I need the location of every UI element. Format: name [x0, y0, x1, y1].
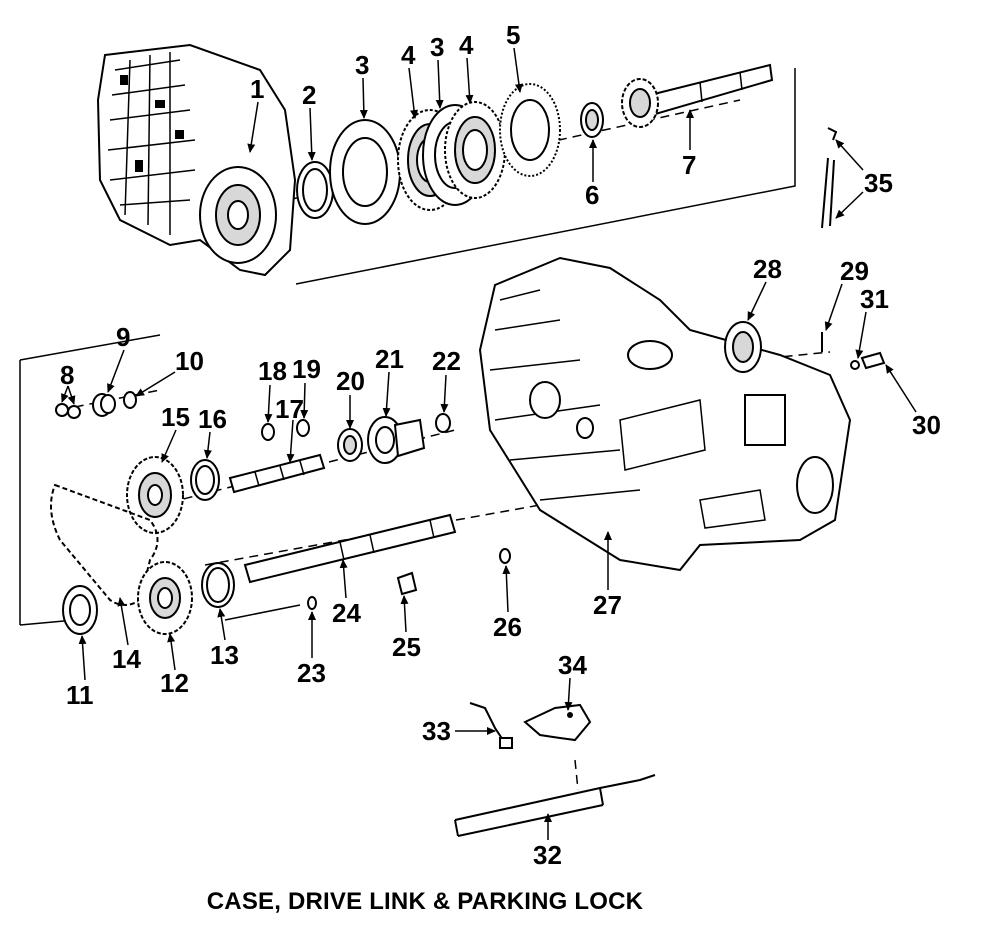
callout-12: 12	[160, 668, 189, 698]
input-shaft-7	[621, 63, 774, 128]
callout-4b: 4	[459, 30, 474, 60]
callout-1: 1	[250, 74, 264, 104]
callout-labels: 1 2 3 4 3 4 5 6 7 8 9 10 11 12 13 14 15 …	[60, 20, 941, 870]
bushing-25	[396, 571, 418, 596]
leader-lines	[61, 47, 917, 840]
gear-hub-21	[367, 416, 426, 464]
callout-30: 30	[912, 410, 941, 440]
bearing-20	[337, 428, 363, 462]
callout-25: 25	[392, 632, 421, 662]
clutch-plate-3a	[329, 119, 401, 225]
callout-23: 23	[297, 658, 326, 688]
callout-17: 17	[275, 394, 304, 424]
callout-27: 27	[593, 590, 622, 620]
callout-15: 15	[161, 402, 190, 432]
pressure-plate-5	[499, 83, 561, 177]
ring-13	[201, 562, 235, 608]
callout-31: 31	[860, 284, 889, 314]
callout-7: 7	[682, 150, 696, 180]
callout-22: 22	[432, 346, 461, 376]
callout-21: 21	[375, 344, 404, 374]
bracket-34	[523, 703, 592, 742]
callout-35: 35	[864, 168, 893, 198]
callout-18: 18	[258, 356, 287, 386]
pin-23	[307, 596, 317, 610]
callout-3a: 3	[355, 50, 369, 80]
driven-sprocket-12	[137, 561, 193, 635]
callout-2: 2	[302, 80, 316, 110]
callout-16: 16	[198, 404, 227, 434]
diagram-caption: CASE, DRIVE LINK & PARKING LOCK	[206, 888, 644, 915]
callout-10: 10	[175, 346, 204, 376]
callout-19: 19	[292, 354, 321, 384]
valve-body-cover	[96, 43, 297, 277]
callout-6: 6	[585, 180, 599, 210]
callout-20: 20	[336, 366, 365, 396]
drive-sprocket-15	[126, 456, 184, 534]
bushing-22	[435, 413, 451, 433]
plug-30	[860, 351, 886, 370]
ring-26	[499, 548, 511, 564]
callout-9: 9	[116, 322, 130, 352]
clips-8	[55, 403, 81, 419]
clutch-plate-4b	[444, 101, 506, 199]
parking-pawl-33	[469, 702, 513, 749]
bushing-9	[92, 393, 116, 417]
output-shaft-24	[243, 513, 457, 584]
washer-11	[62, 585, 98, 635]
bracket-35	[821, 127, 838, 229]
callout-26: 26	[493, 612, 522, 642]
callout-29: 29	[840, 256, 869, 286]
ring-10	[123, 391, 137, 409]
callout-14: 14	[112, 644, 141, 674]
callout-11: 11	[66, 680, 94, 710]
drive-chain-14	[50, 483, 159, 606]
callout-33: 33	[422, 716, 451, 746]
callout-28: 28	[753, 254, 782, 284]
ring-16	[190, 459, 220, 501]
ring-18	[261, 423, 275, 441]
callout-3b: 3	[430, 32, 444, 62]
shaft-17	[228, 453, 326, 494]
callout-5: 5	[506, 20, 520, 50]
bearing-6	[580, 102, 604, 138]
callout-13: 13	[210, 640, 239, 670]
callout-8: 8	[60, 360, 74, 390]
ball-31	[850, 360, 860, 370]
callout-32: 32	[533, 840, 562, 870]
callout-34: 34	[558, 650, 587, 680]
callout-24: 24	[332, 598, 361, 628]
ring-19	[296, 419, 310, 437]
actuator-rod-32	[454, 774, 656, 837]
callout-4a: 4	[401, 40, 416, 70]
transmission-case-27	[478, 256, 852, 572]
seal-28	[724, 321, 762, 373]
ring-seal-2	[296, 161, 334, 219]
